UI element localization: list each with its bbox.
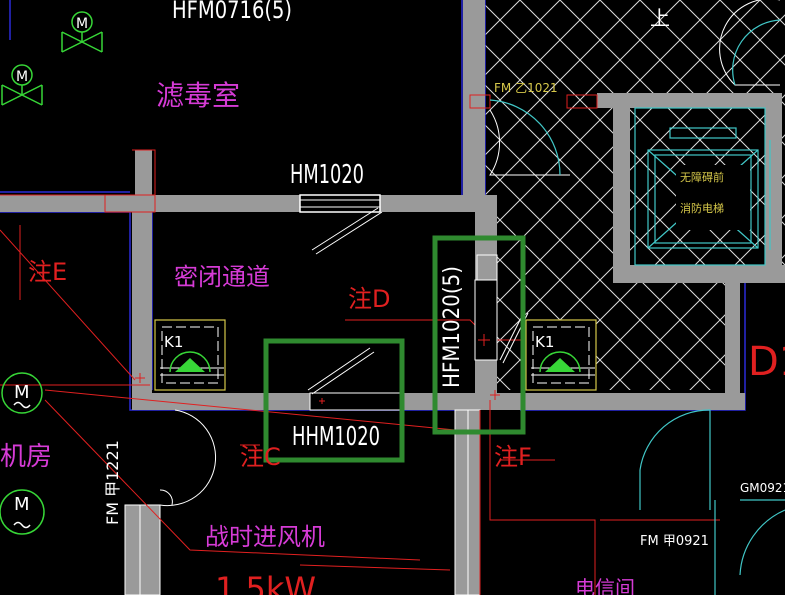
elevator-label-bg [676, 165, 750, 230]
door-vertical[interactable] [474, 254, 529, 364]
motor-valve-2[interactable] [1, 64, 43, 106]
label-left-room: 机房 [0, 442, 52, 472]
door-hm1020[interactable] [299, 194, 383, 255]
highlight-boxes [263, 235, 526, 463]
label-power: 1.5kW [215, 570, 316, 595]
cross-markers [135, 373, 500, 400]
motor-4[interactable] [0, 489, 45, 535]
cyan-door-swings [489, 19, 785, 595]
label-hm1020: HM1020 [290, 160, 364, 190]
label-note-left: 注E [28, 258, 67, 286]
door-hhm1020[interactable] [307, 347, 401, 411]
label-bottom-room: 电信间 [575, 576, 635, 595]
label-top-door: HFM0716(5) [172, 0, 292, 24]
motor-3[interactable] [1, 372, 43, 414]
label-stair-1: 无障碍前 [680, 170, 724, 184]
label-k1-right: K1 [535, 333, 554, 351]
label-filter-room: 滤毒室 [156, 79, 240, 112]
motor-valve-1[interactable] [61, 11, 103, 53]
label-fm-jia1221: FM 甲1221 [103, 440, 122, 525]
label-fm-jia0921: FM 甲0921 [640, 534, 709, 549]
label-note-d: 注D [348, 285, 390, 313]
label-motor-1: M [76, 16, 88, 32]
label-note-c-left: 注C [240, 443, 281, 471]
label-k1-left: K1 [164, 333, 183, 351]
label-note-c-right: 注F [494, 443, 532, 471]
door-swings [159, 0, 780, 507]
label-door-vertical: HFM1020(5) [440, 266, 465, 388]
k1-valve-right[interactable] [525, 319, 597, 391]
label-d1: D1 [748, 339, 785, 385]
label-airtight-channel: 密闭通道 [174, 263, 270, 291]
label-hhm1020: HHM1020 [292, 422, 380, 452]
label-stair-2: 消防电梯 [680, 201, 724, 215]
label-up: 上 [650, 6, 670, 30]
label-motor-4: M [14, 494, 30, 515]
label-motor-3: M [14, 382, 30, 403]
label-fm-z1021: FM 乙1021 [494, 81, 558, 95]
red-lines [0, 94, 720, 595]
label-fan: 战时进风机 [205, 523, 325, 551]
k1-valve-left[interactable] [154, 319, 226, 391]
label-motor-2: M [16, 69, 28, 85]
